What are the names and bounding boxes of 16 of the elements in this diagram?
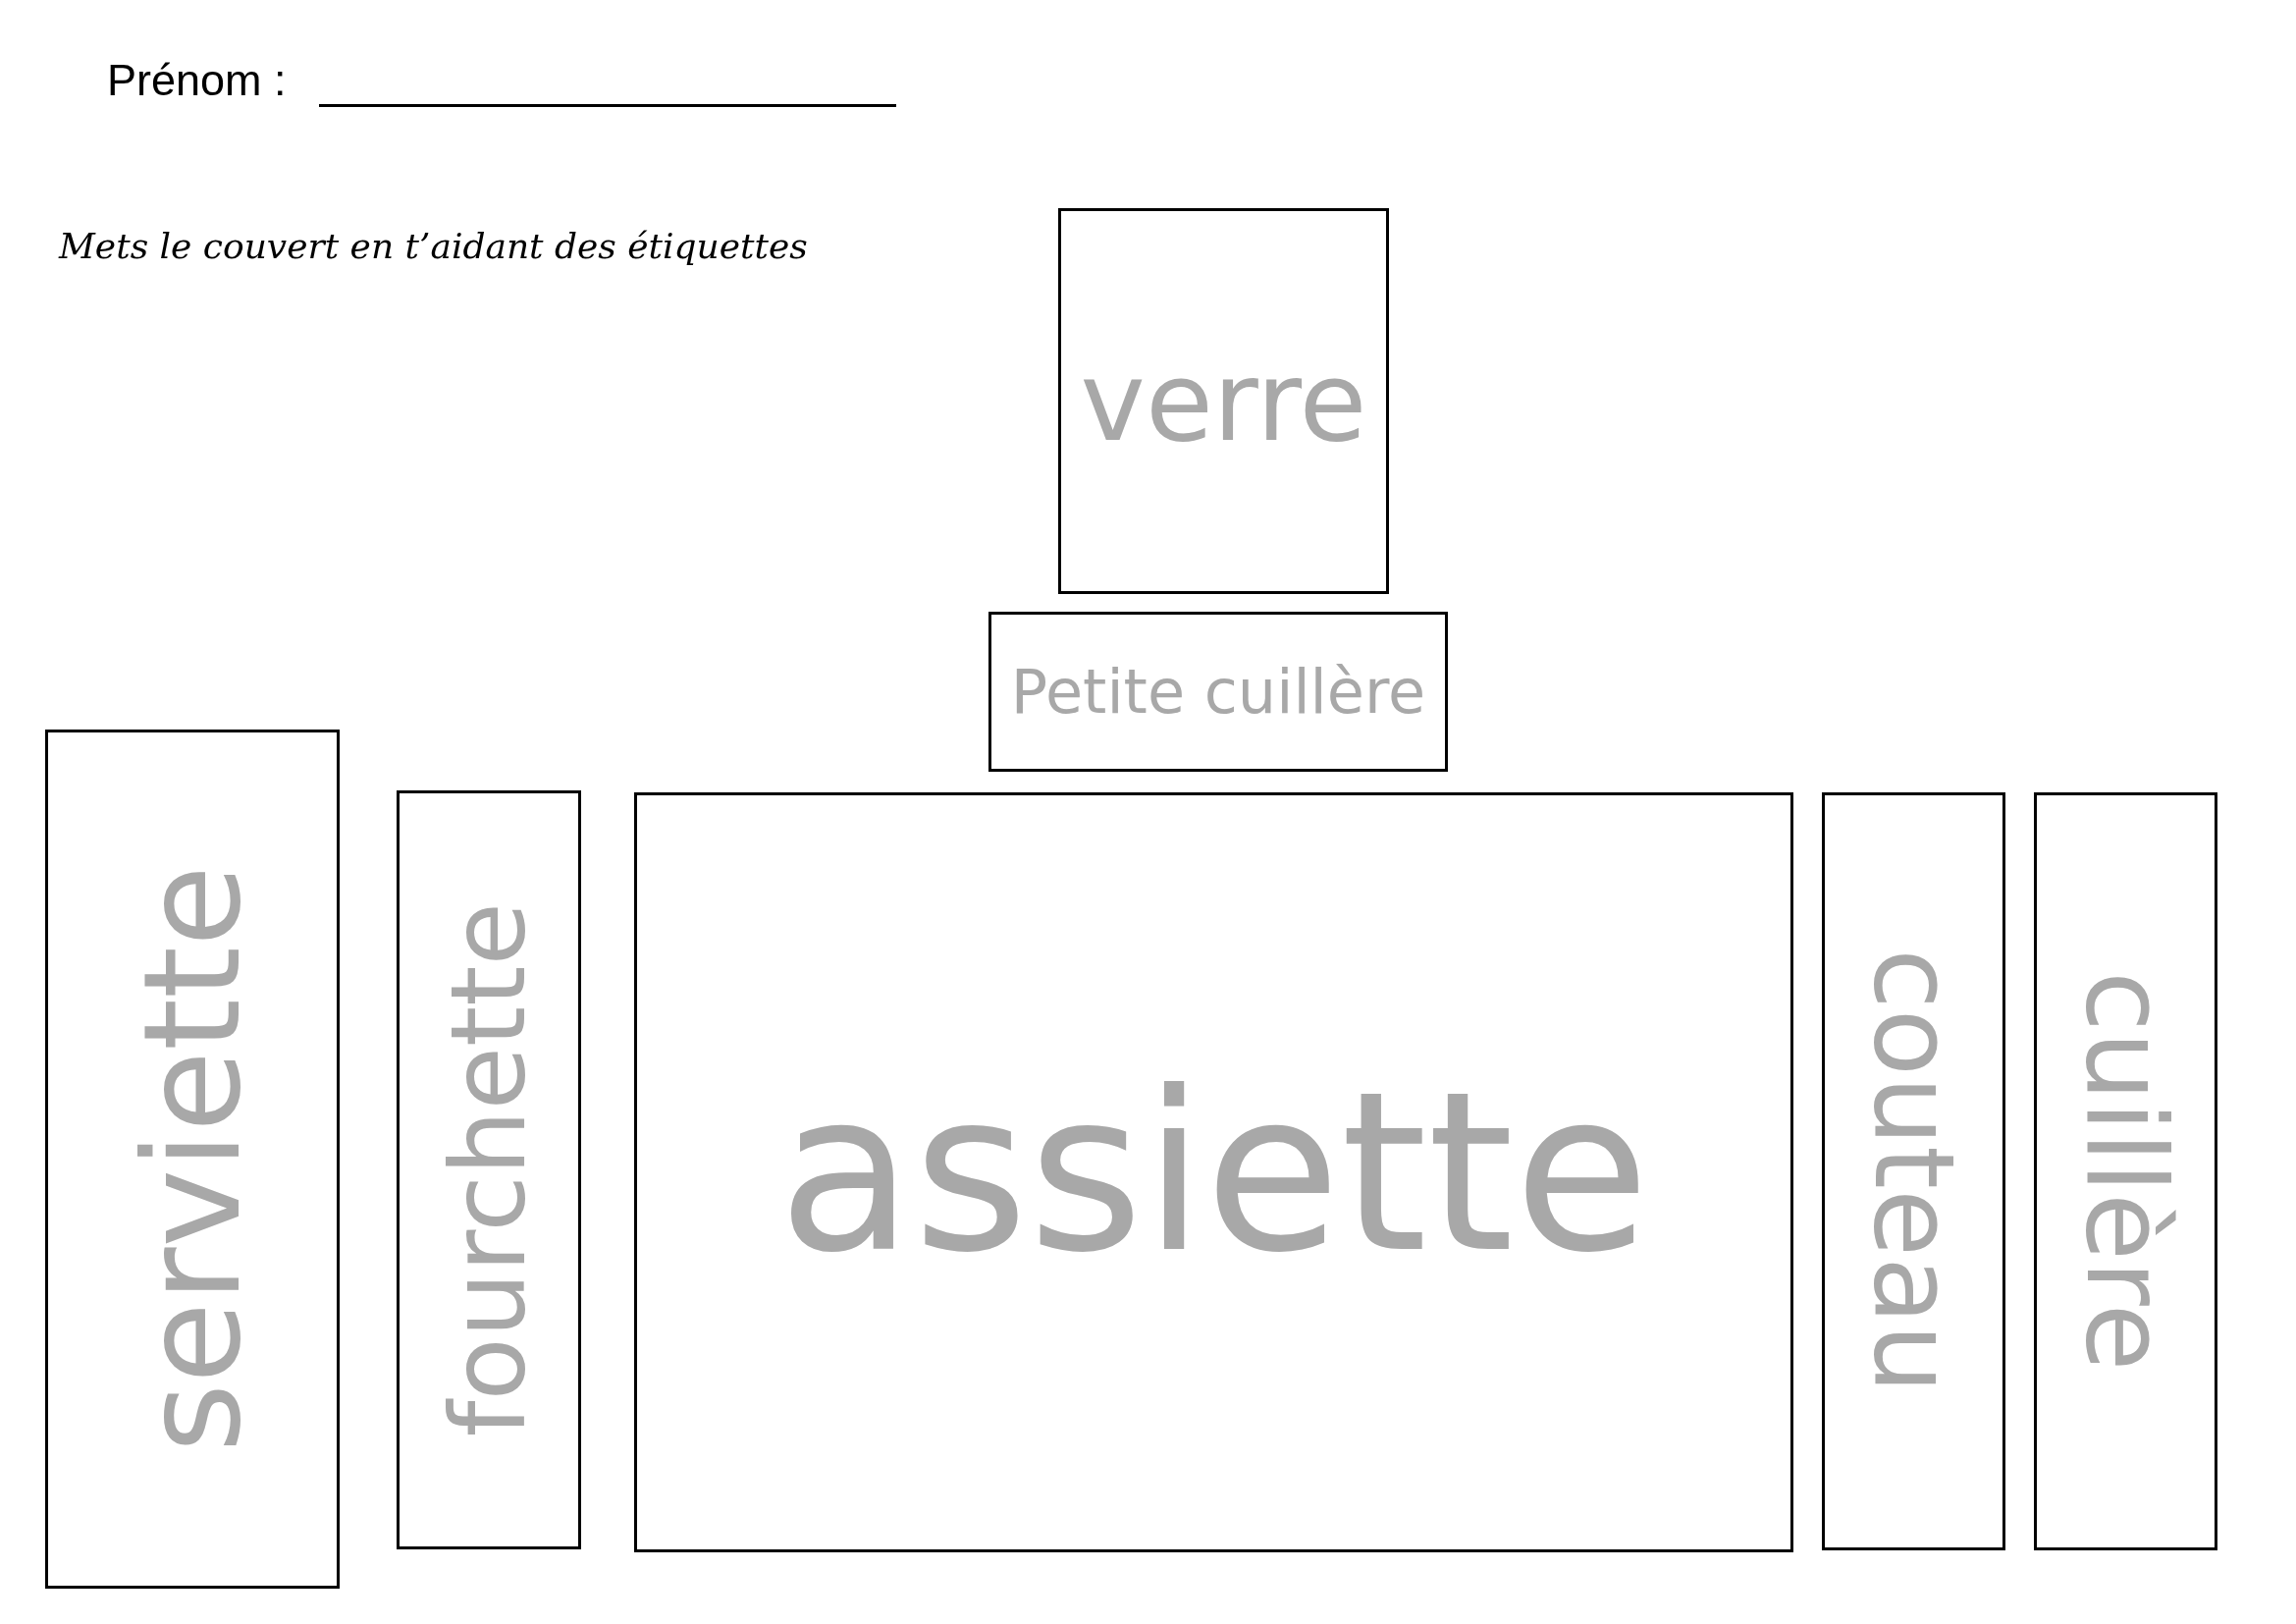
name-label: Prénom :: [107, 55, 287, 106]
instruction-text: Mets le couvert en t’aidant des étiquettes: [59, 226, 808, 266]
label-card: [2034, 792, 2217, 1550]
card-label: fourchette: [437, 902, 541, 1437]
card-label: serviette: [126, 865, 259, 1453]
card-label: couteau: [1858, 948, 1969, 1394]
label-card: [1058, 208, 1389, 594]
card-label: Petite cuillère: [1010, 661, 1426, 723]
card-label: assiette: [777, 1061, 1650, 1283]
label-card: [45, 730, 340, 1589]
label-card: [397, 790, 581, 1549]
card-label: cuillère: [2070, 971, 2181, 1372]
label-card: [1822, 792, 2005, 1550]
label-card: [634, 792, 1793, 1552]
label-card: [988, 612, 1448, 772]
card-label: verre: [1080, 346, 1367, 457]
